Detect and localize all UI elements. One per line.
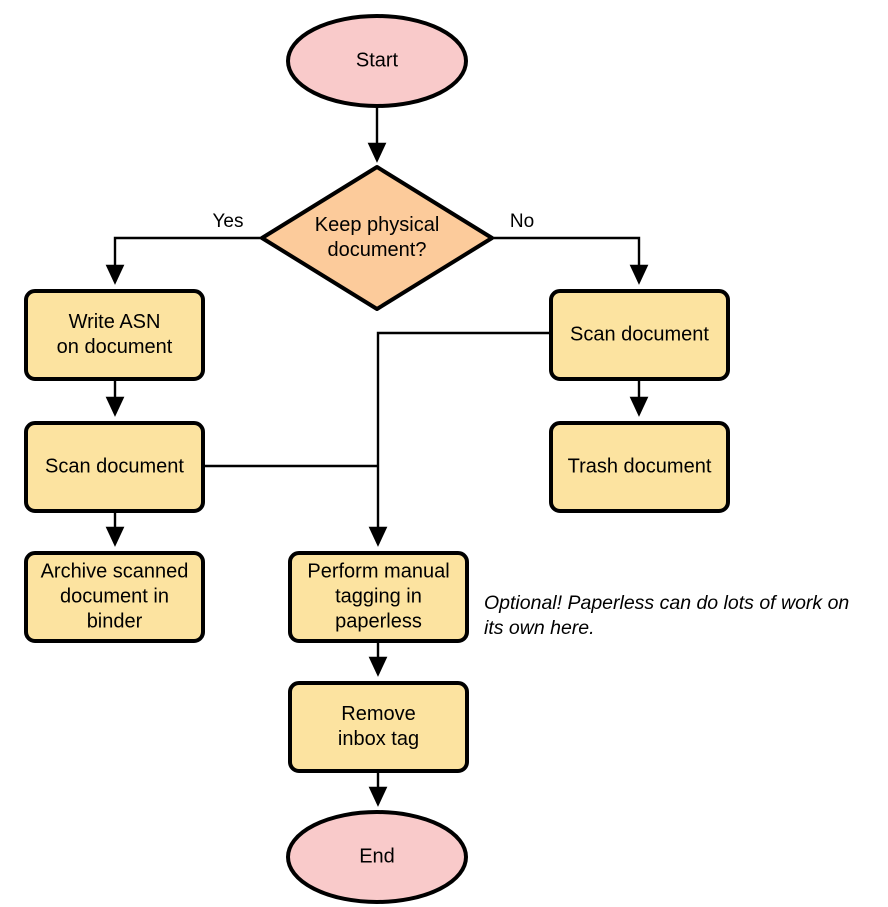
- node-label-line: End: [359, 845, 395, 867]
- annotation-line: its own here.: [484, 617, 595, 639]
- process-shape: [24, 551, 205, 643]
- node-label-line: Archive scanned: [41, 560, 189, 582]
- decision-shape: [260, 165, 494, 311]
- node-start[interactable]: Start: [286, 14, 468, 108]
- node-scan-left[interactable]: Scan document: [24, 421, 205, 513]
- node-scan-right[interactable]: Scan document: [549, 289, 730, 381]
- edge-path: [368, 331, 551, 547]
- edge-path: [492, 236, 649, 285]
- node-decision-keep[interactable]: Keep physical document?: [260, 165, 494, 311]
- edge-decision-yes-to-write-asn: Yes: [105, 211, 262, 285]
- node-label-line: Scan document: [570, 323, 709, 345]
- process-shape: [288, 681, 469, 773]
- node-label-line: document in: [60, 585, 169, 607]
- node-label-line: paperless: [335, 610, 422, 632]
- node-label-line: binder: [87, 610, 143, 632]
- process-shape: [24, 289, 205, 381]
- process-shape: [549, 421, 730, 513]
- node-label-line: Write ASN: [69, 311, 161, 333]
- annotation-line: Optional! Paperless can do lots of work …: [484, 592, 849, 614]
- node-label-line: document?: [328, 239, 427, 261]
- node-remove-inbox-tag[interactable]: Remove inbox tag: [288, 681, 469, 773]
- edge-decision-no-to-scan-right: No: [492, 211, 649, 285]
- terminator-shape: [286, 14, 468, 108]
- edge-scan-right-to-manual-tagging: [368, 331, 551, 547]
- node-label-line: Perform manual: [307, 560, 449, 582]
- node-label-line: Remove: [341, 703, 415, 725]
- edge-label: No: [510, 211, 534, 232]
- node-label-line: Keep physical: [315, 214, 440, 236]
- edge-label: Yes: [213, 211, 244, 232]
- annotations-layer: Optional! Paperless can do lots of work …: [484, 592, 849, 639]
- node-archive-binder[interactable]: Archive scanned document in binder: [24, 551, 205, 643]
- process-shape: [288, 551, 469, 643]
- node-trash[interactable]: Trash document: [549, 421, 730, 513]
- node-label-line: tagging in: [335, 585, 422, 607]
- node-label-line: inbox tag: [338, 728, 419, 750]
- node-label-line: on document: [57, 336, 173, 358]
- annotation-optional-note: Optional! Paperless can do lots of work …: [484, 592, 849, 639]
- process-shape: [549, 289, 730, 381]
- node-label-line: Start: [356, 49, 399, 71]
- process-shape: [24, 421, 205, 513]
- node-manual-tagging[interactable]: Perform manual tagging in paperless: [288, 551, 469, 643]
- node-end[interactable]: End: [286, 810, 468, 904]
- node-label-line: Scan document: [45, 455, 184, 477]
- node-label-line: Trash document: [568, 455, 712, 477]
- terminator-shape: [286, 810, 468, 904]
- node-write-asn[interactable]: Write ASN on document: [24, 289, 205, 381]
- edge-path: [105, 236, 262, 285]
- edges-layer: Yes No: [105, 106, 649, 807]
